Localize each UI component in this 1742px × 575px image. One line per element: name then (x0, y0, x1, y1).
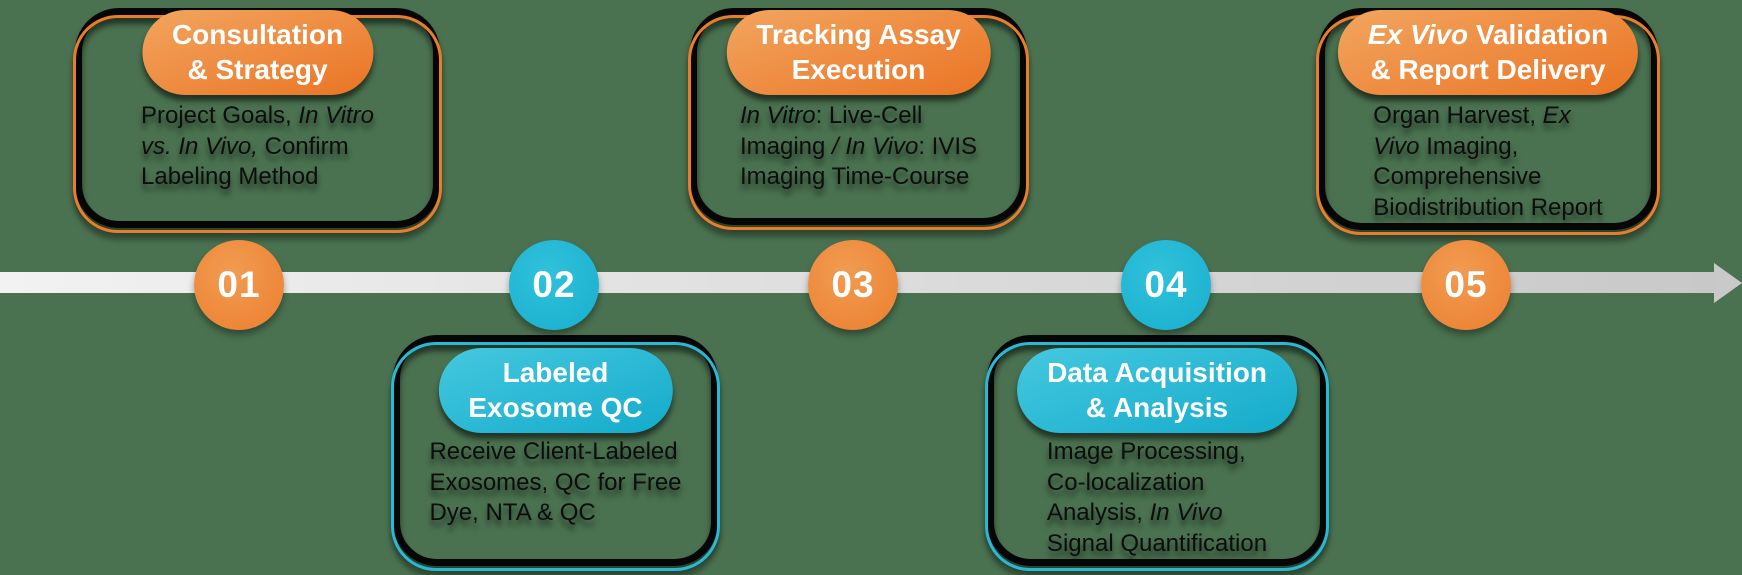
step-title-line: Ex Vivo Validation (1368, 18, 1608, 53)
italic-text-segment: In Vitro (739, 102, 816, 129)
text-segment: Signal Quantification (1046, 530, 1268, 558)
text-segment: Exosomes, QC for Free (429, 468, 682, 496)
text-segment: Consultation (171, 19, 344, 50)
text-segment: Receive Client-Labeled (429, 438, 678, 465)
italic-text-segment: vs. In Vivo, (140, 132, 258, 160)
text-segment: Dye, NTA & QC (429, 499, 596, 527)
text-segment: Imaging, (1419, 132, 1519, 160)
step-number: 02 (532, 264, 576, 305)
step-number-badge-02: 02 (509, 240, 599, 330)
text-segment: Analysis, (1046, 499, 1150, 527)
text-segment: Imaging (739, 132, 833, 160)
text-segment: & Report Delivery (1370, 53, 1606, 85)
step-description-01: Project Goals, In Vitro vs. In Vivo, Conf… (141, 101, 374, 193)
step-title-line: & Report Delivery (1368, 53, 1608, 88)
text-segment: Data Acquisition (1047, 357, 1267, 388)
text-segment: Co-localization (1046, 468, 1205, 496)
text-segment: Tracking Assay (756, 19, 961, 50)
italic-text-segment: Vivo (1373, 132, 1420, 160)
italic-text-segment: In Vitro (298, 102, 375, 129)
step-number: 04 (1144, 264, 1188, 305)
text-segment: Execution (791, 53, 926, 85)
text-segment: Image Processing, (1046, 438, 1246, 465)
step-title-line: Labeled (468, 356, 642, 391)
step-number-badge-03: 03 (808, 240, 898, 330)
step-title-line: Data Acquisition (1047, 356, 1267, 391)
step-title-pill-05: Ex Vivo Validation& Report Delivery (1337, 10, 1639, 96)
step-title-line: Tracking Assay (756, 18, 960, 53)
step-number: 05 (1444, 264, 1488, 305)
step-number: 03 (831, 264, 875, 305)
step-number-badge-05: 05 (1421, 240, 1511, 330)
text-segment: Comprehensive (1373, 163, 1542, 191)
step-number-badge-04: 04 (1121, 240, 1211, 330)
italic-text-segment: Ex (1542, 102, 1571, 129)
italic-text-segment: Ex Vivo (1367, 19, 1476, 50)
text-segment: Exosome QC (468, 391, 643, 423)
text-segment: Organ Harvest, (1373, 102, 1543, 129)
text-segment: & Analysis (1085, 391, 1229, 423)
text-segment: & Strategy (187, 53, 328, 85)
step-title-pill-04: Data Acquisition& Analysis (1017, 348, 1297, 434)
step-title-line: Exosome QC (468, 391, 642, 426)
step-title-line: Execution (756, 53, 960, 88)
text-segment: Biodistribution Report (1373, 194, 1603, 222)
italic-text-segment: / In Vivo (832, 132, 919, 160)
step-title-pill-01: Consultation& Strategy (141, 10, 374, 96)
text-segment: Validation (1475, 19, 1609, 50)
text-segment: : Live-Cell (815, 102, 923, 129)
step-number: 01 (217, 264, 261, 305)
step-title-line: & Strategy (172, 53, 343, 88)
step-number-badge-01: 01 (194, 240, 284, 330)
step-title-line: Consultation (172, 18, 343, 53)
text-segment: Project Goals, (140, 102, 299, 129)
italic-text-segment: In Vivo (1149, 499, 1223, 527)
step-title-line: & Analysis (1047, 391, 1267, 426)
text-segment: Imaging Time-Course (739, 163, 970, 191)
text-segment: Confirm (257, 132, 349, 160)
text-segment: : IVIS (918, 132, 978, 160)
text-segment: Labeled (502, 357, 609, 388)
timeline-arrowhead-icon (1714, 263, 1742, 303)
text-segment: Labeling Method (140, 163, 319, 191)
